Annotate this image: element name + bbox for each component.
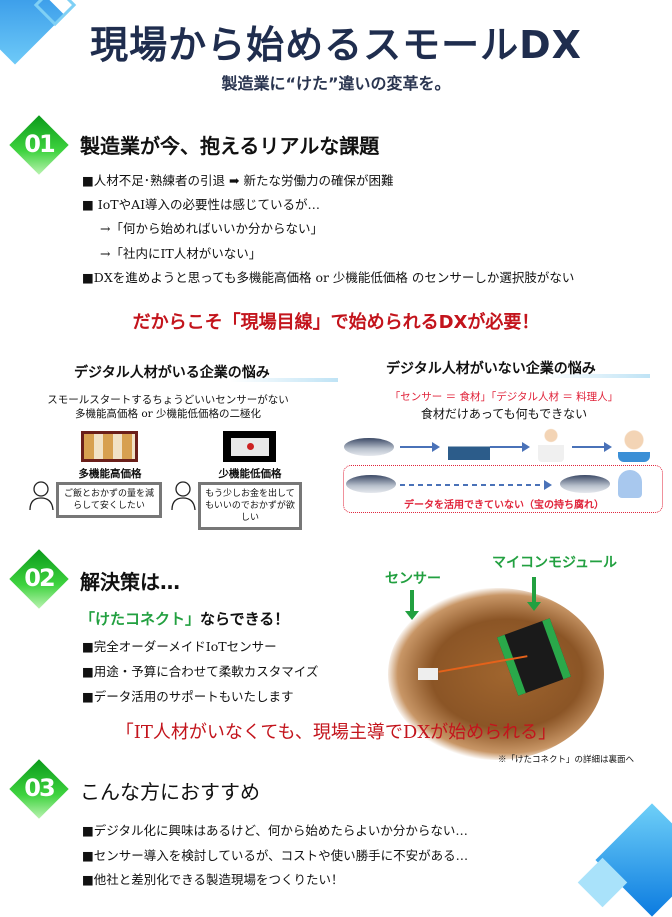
panel-right-analogy: 「センサー ＝ 食材」「デジタル人材 ＝ 料理人」	[389, 391, 619, 403]
bullet: →「社内にIT人材がいない」	[100, 246, 262, 261]
section3-heading: こんな方におすすめ	[80, 780, 260, 804]
bullet: ■データ活用のサポートもいたします	[82, 689, 294, 704]
unused-data-box	[343, 465, 663, 513]
section2-heading: 解決策は…	[80, 570, 180, 594]
page-subtitle: 製造業に“けた”違いの変革を。	[221, 74, 451, 93]
bullet: ■他社と差別化できる製造現場をつくりたい！	[82, 872, 344, 887]
page-title: 現場から始めるスモールDX	[90, 23, 582, 67]
section1-conclusion: だからこそ「現場目線」で始められるDXが必要！	[132, 312, 540, 333]
flow-arrow	[400, 442, 440, 452]
unused-data-caption: データを活用できていない（宝の持ち腐れ）	[404, 500, 604, 511]
bullet: ■用途・予算に合わせて柔軟カスタマイズ	[82, 664, 319, 679]
product-name: 「けたコネクト」	[80, 610, 201, 628]
ghost-icon	[618, 470, 642, 498]
section2-conclusion: 「IT人材がいなくても、現場主導でDXが始められる」	[115, 722, 557, 743]
bullet: ■完全オーダーメイドIoTセンサー	[82, 639, 277, 654]
section2-lead: 「けたコネクト」ならできる！	[80, 608, 289, 629]
option-high-label: 多機能高価格	[78, 468, 142, 480]
bullet: ■デジタル化に興味はあるけど、何から始めたらよいか分からない…	[82, 823, 468, 838]
dashed-flow-arrow	[400, 480, 552, 490]
person-icon	[171, 481, 196, 510]
flow-arrow	[572, 442, 612, 452]
chef-cutting-fish-icon	[448, 430, 490, 460]
fish-icon	[344, 438, 394, 456]
speech-bubble-low: もう少しお金を出してもいいのでおかずが欲しい	[198, 482, 302, 530]
bento-image	[81, 431, 138, 462]
bullet: ■DXを進めようと思っても多機能高価格 or 少機能低価格 のセンサーしか選択肢…	[82, 270, 575, 285]
person-eating-icon	[618, 428, 650, 462]
speech-bubble-high: ご飯とおかずの量を減らして安くしたい	[56, 482, 162, 518]
sensor-pointer-arrow	[405, 590, 419, 620]
panel-left-line1: スモールスタートするちょうどいいセンサーがない	[47, 394, 289, 406]
chef-serving-icon	[538, 428, 564, 462]
panel-right-line: 食材だけあっても何もできない	[420, 407, 588, 421]
bullet: ■人材不足･熟練者の引退 ➡ 新たな労働力の確保が困難	[82, 173, 394, 188]
bullet: →「何から始めればいいか分からない」	[100, 221, 323, 236]
plain-rice-box-image	[223, 431, 276, 462]
panel-left-title: デジタル人材がいる企業の悩み	[68, 362, 338, 382]
back-page-note: ※「けたコネクト」の詳細は裏面へ	[498, 755, 635, 765]
fish-icon	[346, 475, 396, 493]
option-low-label: 少機能低価格	[218, 468, 282, 480]
module-label: マイコンモジュール	[492, 555, 618, 571]
panel-left-line2: 多機能高価格 or 少機能低価格の二極化	[74, 408, 261, 420]
device-photo	[388, 588, 604, 760]
section-number: 02	[24, 564, 55, 592]
bullet: ■センサー導入を検討しているが、コストや使い勝手に不安がある…	[82, 848, 469, 863]
lead-text: ならできる！	[200, 610, 290, 628]
sensor-label: センサー	[385, 571, 441, 587]
fish-icon	[560, 475, 610, 493]
panel-right-title: デジタル人材がいない企業の悩み	[380, 358, 650, 378]
module-pointer-arrow	[527, 577, 541, 611]
flow-arrow	[490, 442, 530, 452]
section-number: 01	[24, 130, 55, 158]
section1-heading: 製造業が今、抱えるリアルな課題	[80, 134, 380, 158]
section-number: 03	[24, 774, 55, 802]
bullet: ■ IoTやAI導入の必要性は感じているが…	[82, 197, 321, 212]
person-icon	[29, 481, 54, 510]
